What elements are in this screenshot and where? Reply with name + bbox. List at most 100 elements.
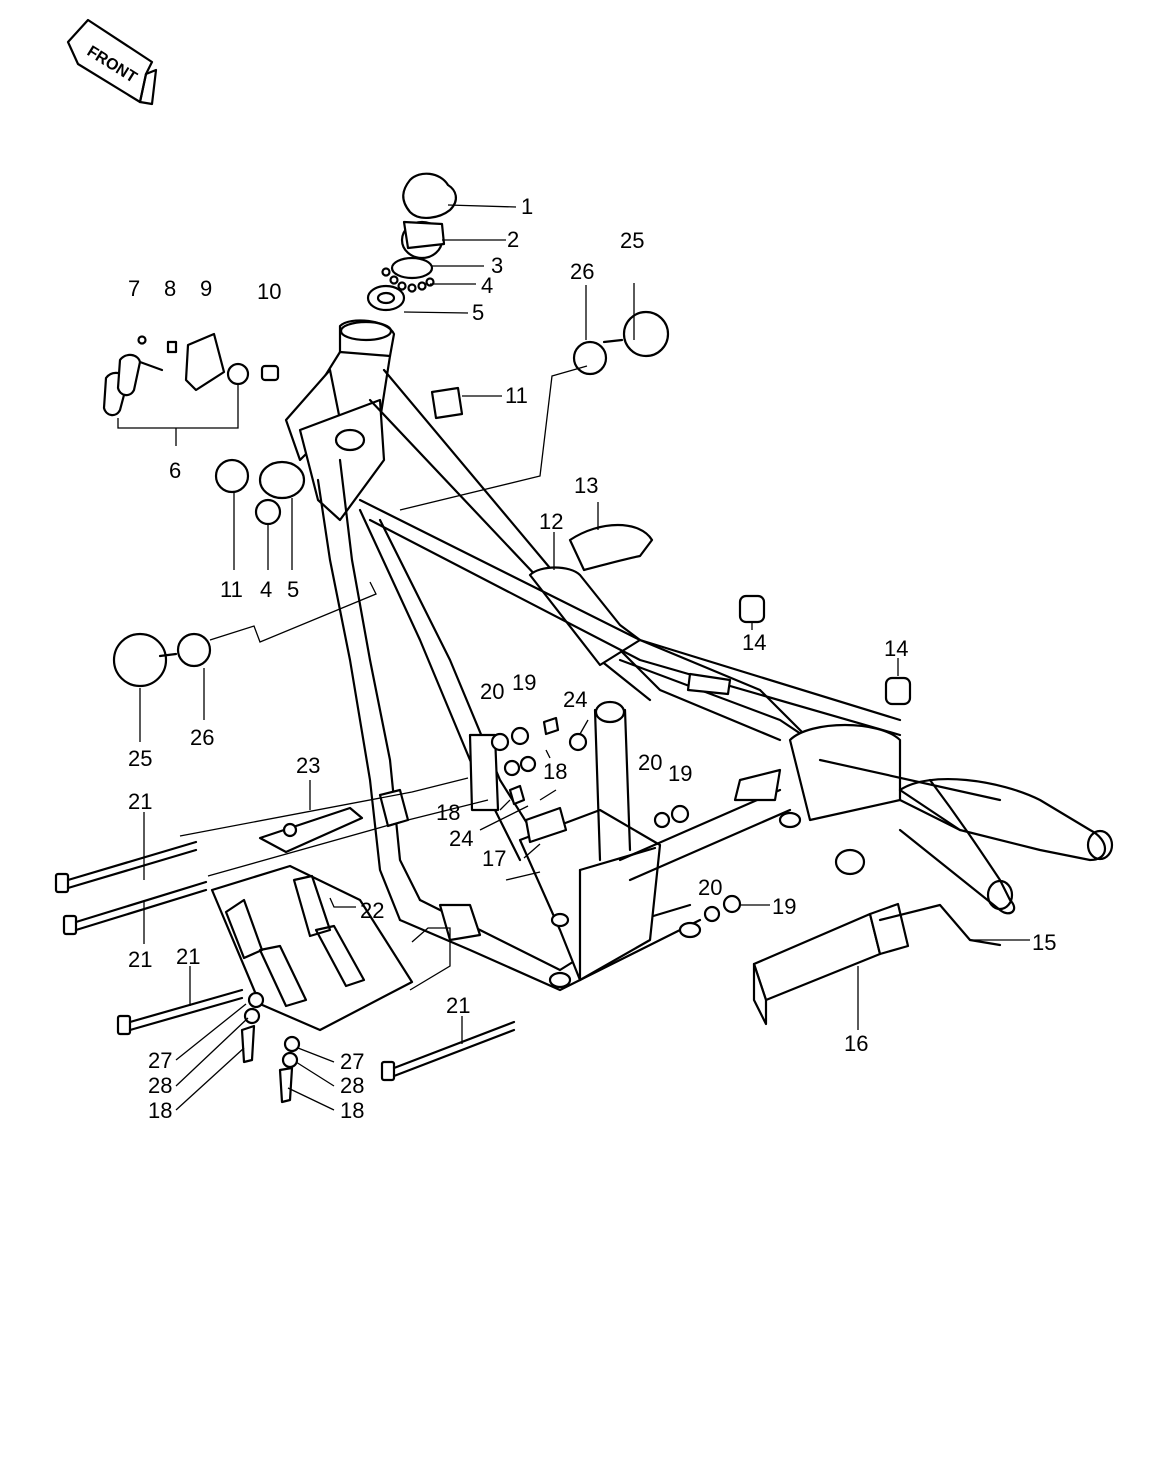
grommet-icon (738, 594, 766, 624)
reflectors (112, 310, 670, 688)
callout-15: 15 (1032, 930, 1056, 955)
skid-plate-icon (210, 864, 414, 1032)
washer-icon (247, 991, 265, 1009)
callout-17: 17 (482, 846, 506, 871)
screw-icon (137, 335, 147, 345)
washer-icon (572, 340, 608, 376)
collar-icon (430, 386, 464, 420)
rubber-damper-icon (214, 458, 250, 494)
callout-18: 18 (436, 800, 460, 825)
lock-cover-icon (184, 332, 226, 392)
callout-6: 6 (169, 458, 181, 483)
spring-washer-icon (281, 1051, 299, 1069)
callout-12: 12 (539, 509, 563, 534)
cover-icon (568, 523, 654, 572)
callout-5: 5 (287, 577, 299, 602)
callout-28: 28 (148, 1073, 172, 1098)
callout-11: 11 (220, 577, 243, 602)
collar-icon (258, 460, 306, 500)
washer-icon (490, 732, 510, 752)
bolt-icon (116, 988, 244, 1036)
callout-26: 26 (570, 259, 594, 284)
callout-28: 28 (340, 1073, 364, 1098)
spring-icon (166, 340, 178, 354)
callout-21: 21 (128, 947, 152, 972)
callout-20: 20 (480, 679, 504, 704)
grommet-icon (884, 676, 912, 706)
callout-19: 19 (668, 761, 692, 786)
callout-4: 4 (260, 577, 272, 602)
callout-11: 11 (505, 383, 528, 408)
skid-plate (210, 864, 414, 1032)
bolt-icon (240, 1024, 256, 1064)
callout-5: 5 (472, 300, 484, 325)
stem-nut-icon (402, 172, 457, 219)
bolt-icon (542, 716, 560, 736)
callout-19: 19 (772, 894, 796, 919)
callout-25: 25 (128, 746, 152, 771)
bolt-icon (380, 1020, 516, 1082)
case-icon (752, 912, 882, 1002)
callout-21: 21 (128, 789, 152, 814)
lower-race-icon (366, 284, 406, 312)
coil-spring-icon (260, 364, 280, 382)
reflector-icon (622, 310, 670, 358)
callout-20: 20 (698, 875, 722, 900)
steering-parts (366, 172, 457, 312)
callout-24: 24 (449, 826, 473, 851)
ball-ring-icon (254, 498, 282, 526)
clamp-icon (258, 806, 364, 854)
callout-1: 1 (521, 194, 533, 219)
washer-icon (176, 632, 212, 668)
callouts: 1 2 3 4 5 25 26 7 8 9 10 11 6 11 4 5 13 … (128, 194, 1056, 1123)
callout-27: 27 (148, 1048, 172, 1073)
key-set-icon (102, 332, 280, 446)
bolt-icon (54, 840, 198, 894)
bracket-icon (524, 806, 568, 844)
steel-ball-icon (381, 267, 435, 293)
callout-14: 14 (884, 636, 908, 661)
callout-9: 9 (200, 276, 212, 301)
callout-21: 21 (446, 993, 470, 1018)
callout-27: 27 (340, 1049, 364, 1074)
spring-washer-icon (243, 1007, 261, 1025)
nut-icon (510, 726, 530, 746)
callout-18: 18 (148, 1098, 172, 1123)
callout-14: 14 (742, 630, 766, 655)
bolt-icon (278, 1066, 294, 1104)
bolt-icon (508, 784, 526, 806)
callout-19: 19 (512, 670, 536, 695)
callout-24: 24 (563, 687, 587, 712)
lock-cylinder-icon (226, 362, 250, 386)
callout-10: 10 (257, 279, 281, 304)
callout-20: 20 (638, 750, 662, 775)
callout-18: 18 (340, 1098, 364, 1123)
callout-26: 26 (190, 725, 214, 750)
front-arrow-icon: FRONT (66, 18, 158, 106)
callout-21: 21 (176, 944, 200, 969)
callout-18: 18 (543, 759, 567, 784)
long-bolts (54, 840, 516, 1082)
frame-body (284, 319, 1114, 992)
collars (214, 386, 464, 526)
callout-8: 8 (164, 276, 176, 301)
callout-4: 4 (481, 273, 493, 298)
callout-13: 13 (574, 473, 598, 498)
bearing-race-icon (390, 256, 434, 280)
leader-lines (139, 204, 1030, 1111)
callout-25: 25 (620, 228, 644, 253)
bolt-icon (62, 880, 208, 936)
callout-3: 3 (491, 253, 503, 278)
nut-icon (519, 755, 537, 773)
callout-7: 7 (128, 276, 140, 301)
fasteners (240, 716, 742, 1104)
washer-icon (568, 732, 588, 752)
battery-case (752, 902, 1002, 1026)
callout-16: 16 (844, 1031, 868, 1056)
callout-2: 2 (507, 227, 519, 252)
nut-icon (670, 804, 690, 824)
callout-23: 23 (296, 753, 320, 778)
washer-icon (283, 1035, 301, 1053)
washer-icon (653, 811, 671, 829)
